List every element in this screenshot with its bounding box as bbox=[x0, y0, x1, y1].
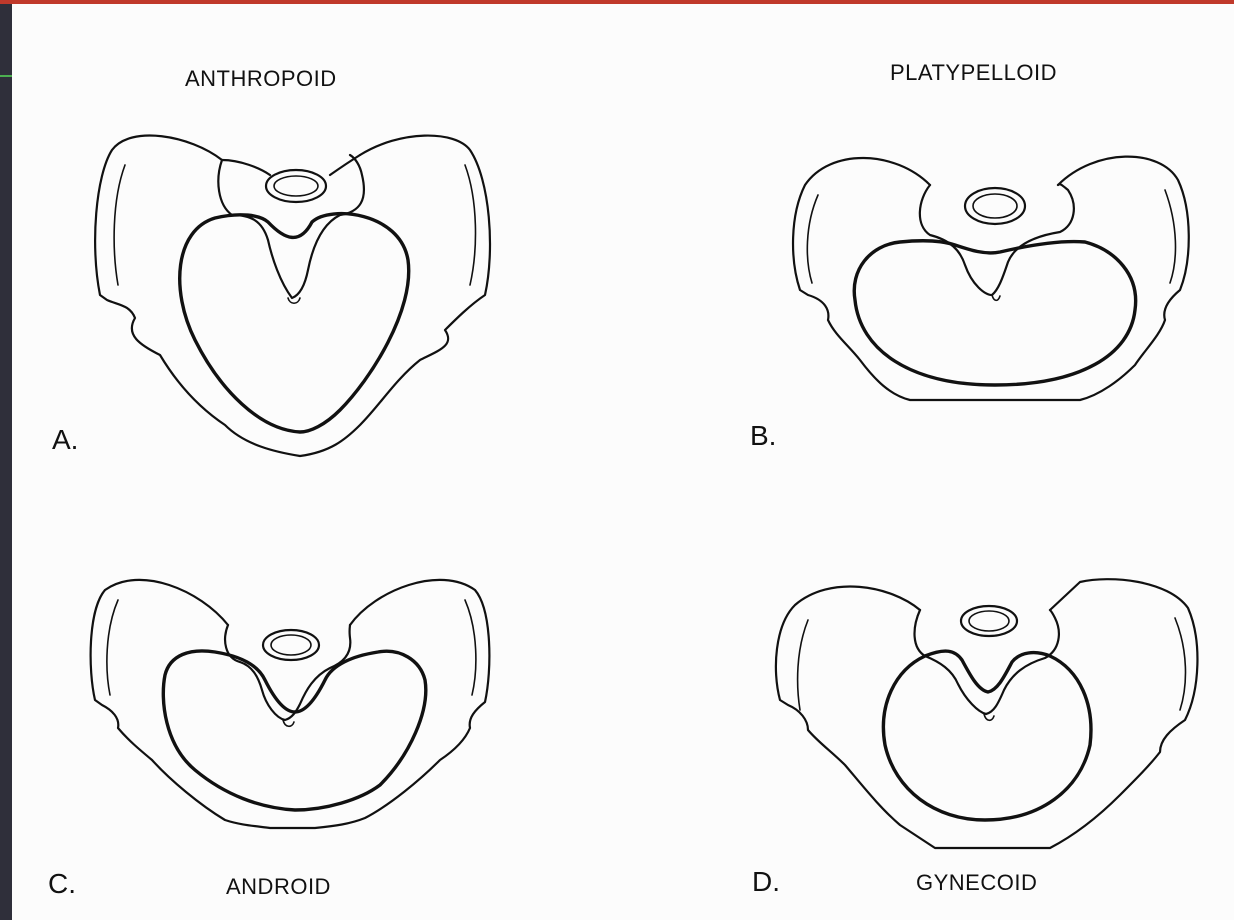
iliac-crest-inner bbox=[798, 620, 808, 710]
sacrum bbox=[915, 610, 1059, 714]
iliac-crest-inner bbox=[1175, 618, 1185, 710]
vertebral-canal bbox=[969, 611, 1009, 631]
pelvic-inlet bbox=[883, 651, 1091, 820]
